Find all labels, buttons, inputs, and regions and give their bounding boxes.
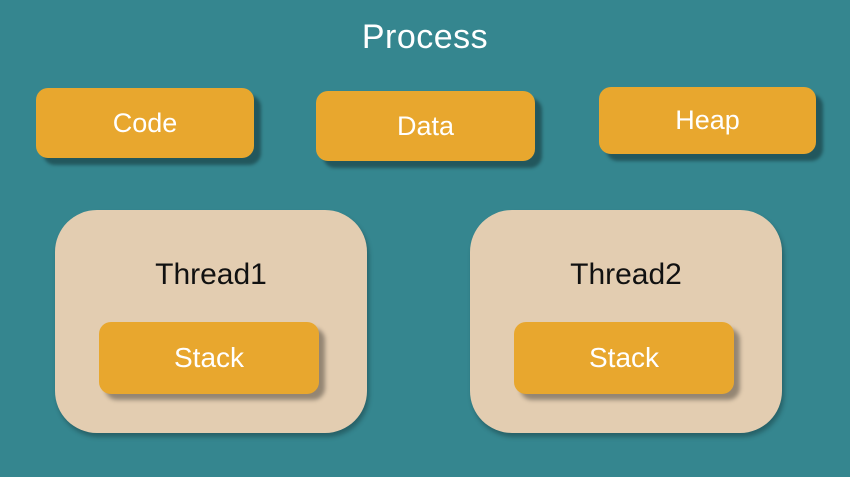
thread2-label: Thread2 — [570, 258, 682, 291]
code-block: Code — [36, 88, 254, 158]
data-block: Data — [316, 91, 535, 161]
thread1-stack-block: Stack — [99, 322, 319, 394]
data-block-label: Data — [396, 110, 455, 141]
heap-block: Heap — [599, 87, 816, 154]
thread2-box: Thread2 Stack — [470, 210, 782, 433]
heap-block-label: Heap — [675, 105, 740, 135]
thread2-stack-block: Stack — [514, 322, 734, 394]
thread2-stack-label: Stack — [588, 342, 660, 373]
thread1-box: Thread1 Stack — [55, 210, 367, 433]
process-title: Process — [361, 18, 489, 56]
thread1-label: Thread1 — [155, 258, 267, 291]
code-block-label: Code — [112, 107, 178, 138]
thread1-stack-label: Stack — [173, 342, 245, 373]
